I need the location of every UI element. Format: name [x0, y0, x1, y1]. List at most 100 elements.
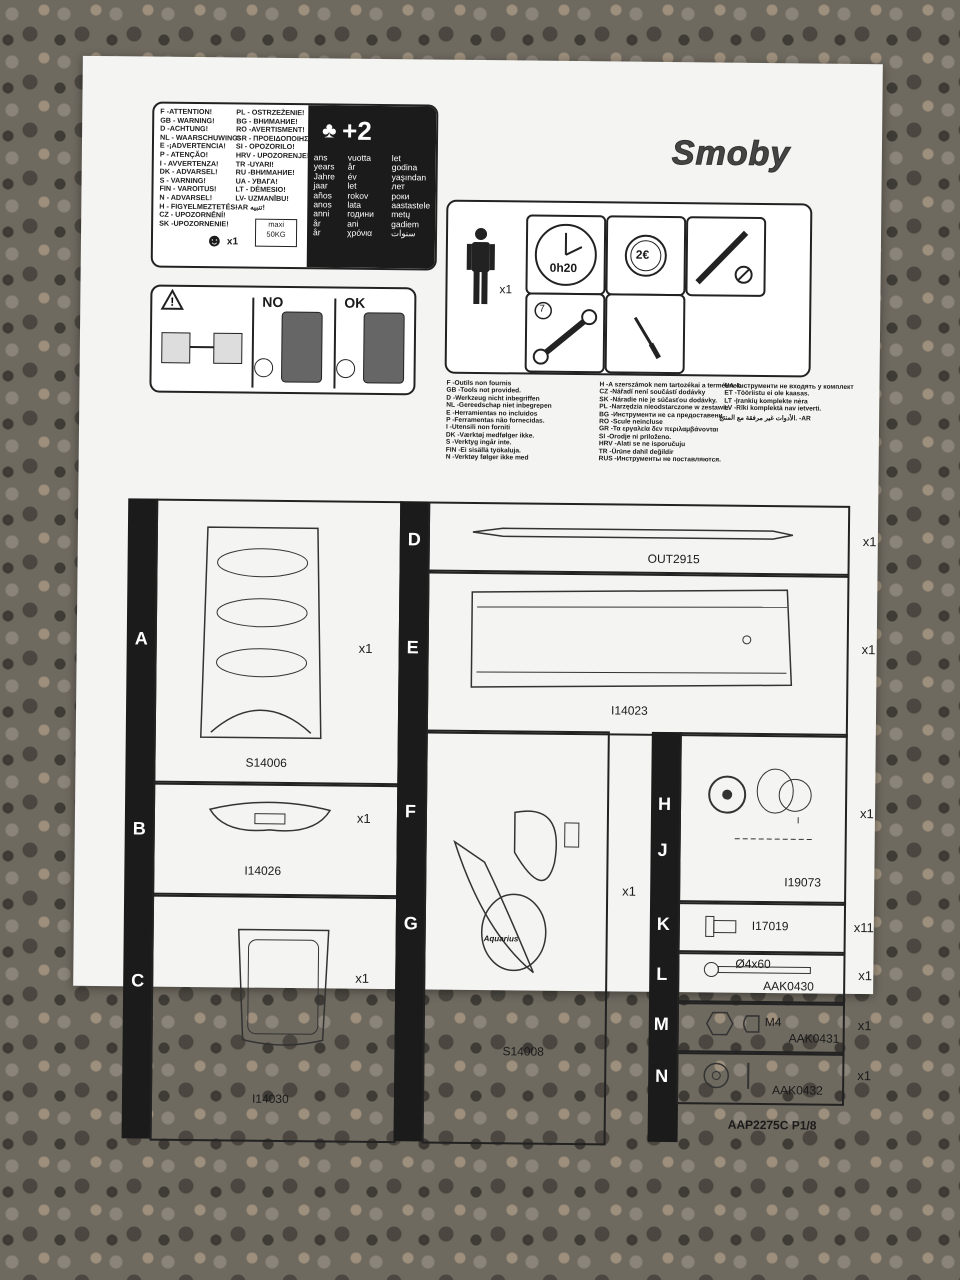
- part-A-drawing: [199, 526, 322, 740]
- part-G-code: S14008: [502, 1044, 544, 1059]
- document-reference: AAP2275C P1/8: [727, 1117, 817, 1133]
- child-icon: ♣: [321, 117, 337, 143]
- part-HJ-drawing: [708, 768, 815, 841]
- figure-count: x1: [226, 236, 239, 248]
- age-label: +2: [341, 115, 372, 146]
- part-L-code: AAK0430: [763, 979, 814, 994]
- part-F-letter: F: [404, 801, 417, 822]
- tools-not-provided-ar: الأدوات غير مرفقة مع المنتج. -AR: [719, 414, 811, 423]
- part-C-code: I14030: [251, 1091, 289, 1107]
- part-K-qty: x11: [853, 919, 874, 936]
- part-J-qty: x1: [859, 806, 874, 822]
- part-H-letter: H: [657, 793, 672, 815]
- part-E-letter: E: [406, 637, 419, 658]
- warning-list-left: F -ATTENTION!GB - WARNING!D -ACHTUNG!NL …: [159, 107, 240, 229]
- part-G-sticker: Aquarius: [483, 934, 519, 944]
- tools-not-provided-line: RUS -Инструменты не поставляются.: [598, 455, 721, 464]
- part-N-letter: N: [655, 1065, 669, 1087]
- part-L-qty: x1: [858, 968, 873, 984]
- tools-box: x1 0h20 2€: [444, 199, 813, 378]
- part-A-qty: x1: [358, 640, 373, 656]
- brand-logo: Smoby: [671, 134, 791, 174]
- part-B-drawing: [208, 801, 332, 832]
- safety-illustration: !: [160, 288, 405, 389]
- knife-tile: [604, 293, 686, 375]
- part-C-qty: x1: [355, 970, 370, 986]
- part-K-code: I17019: [751, 918, 789, 934]
- tools-not-provided-line: LV -Rīki komplektā nav ietverti.: [724, 404, 822, 413]
- part-J-code: I19073: [784, 875, 822, 890]
- maxi-label: maxi: [268, 219, 285, 229]
- parts-grid: A B C S14006 x1 I14026 x1 I14030 x1 D: [121, 498, 877, 1146]
- part-G-letter: G: [403, 913, 418, 934]
- part-E-qty: x1: [861, 642, 876, 658]
- clock-icon: [534, 223, 597, 286]
- coin-icon: [624, 234, 667, 277]
- wrench-size: 7: [539, 303, 545, 315]
- part-N-qty: x1: [857, 1068, 872, 1084]
- part-N-drawing: [703, 1062, 750, 1089]
- warning-line: -AR تنبيه!: [235, 201, 265, 212]
- part-D-qty: x1: [862, 534, 877, 550]
- time-tile: 0h20: [525, 214, 607, 296]
- tools-not-provided-line: N -Verktøy følger ikke med: [445, 453, 529, 462]
- part-D-letter: D: [407, 529, 421, 550]
- part-A-code: S14006: [245, 755, 287, 771]
- part-L-size: Ø4x60: [735, 956, 771, 972]
- part-N-code: AAK0432: [772, 1083, 823, 1098]
- part-B-code: I14026: [244, 863, 282, 878]
- tools-not-provided-col2: H -A szerszámok nem tartozékai a termékn…: [599, 381, 743, 464]
- part-L-letter: L: [656, 963, 668, 985]
- age-word: år: [313, 227, 321, 238]
- part-B-qty: x1: [356, 810, 371, 826]
- part-K-drawing: [705, 915, 737, 937]
- part-C-drawing: [237, 928, 330, 1046]
- part-J-mark: I: [796, 815, 800, 826]
- wrench-icon: [532, 301, 598, 365]
- part-G-qty: x1: [622, 883, 636, 899]
- svg-text:!: !: [170, 295, 174, 309]
- part-B-letter: B: [132, 818, 146, 839]
- age-word: سنوات: [390, 228, 416, 239]
- part-E-drawing: [470, 589, 793, 688]
- part-L-drawing: [703, 961, 811, 977]
- part-J-letter: J: [657, 839, 668, 861]
- part-D-code: OUT2915: [647, 551, 700, 567]
- screwdriver-icon: [695, 230, 753, 285]
- part-C-letter: C: [131, 970, 145, 991]
- part-M-letter: M: [653, 1013, 669, 1035]
- instruction-sheet: F -ATTENTION!GB - WARNING!D -ACHTUNG!NL …: [73, 55, 883, 1146]
- knife-icon: [633, 316, 661, 360]
- part-E-code: I14023: [610, 703, 648, 718]
- person-count: x1: [499, 282, 513, 297]
- ok-label: OK: [344, 294, 366, 311]
- part-A-letter: A: [134, 628, 148, 649]
- no-label: NO: [262, 293, 284, 310]
- assembly-time: 0h20: [549, 260, 578, 276]
- age-word: χρόνια: [346, 227, 373, 239]
- coin-label: 2€: [635, 247, 650, 262]
- safety-box: ! NO OK: [149, 284, 417, 396]
- part-M-qty: x1: [857, 1018, 872, 1034]
- wrench-tile: 7: [524, 292, 606, 374]
- warning-box: F -ATTENTION!GB - WARNING!D -ACHTUNG!NL …: [150, 101, 439, 271]
- part-D-drawing: [472, 527, 794, 540]
- part-M-drawing: [705, 1011, 760, 1036]
- part-M-code: AAK0431: [788, 1031, 840, 1046]
- warning-line: SK -UPOZORNENIE!: [159, 218, 229, 229]
- part-FG-drawing: [453, 810, 580, 974]
- coin-tile: 2€: [605, 215, 687, 297]
- adult-person-icon: [466, 228, 495, 305]
- maxi-weight: 50KG: [266, 229, 286, 239]
- warning-list-right: PL - OSTRZEŻENIE!BG - ВНИМАНИЕ!RO -AVERT…: [235, 107, 316, 212]
- part-M-size: M4: [764, 1015, 782, 1030]
- part-K-letter: K: [656, 913, 670, 935]
- screwdriver-tile: [685, 216, 767, 297]
- max-weight-badge: maxi 50KG: [254, 218, 298, 248]
